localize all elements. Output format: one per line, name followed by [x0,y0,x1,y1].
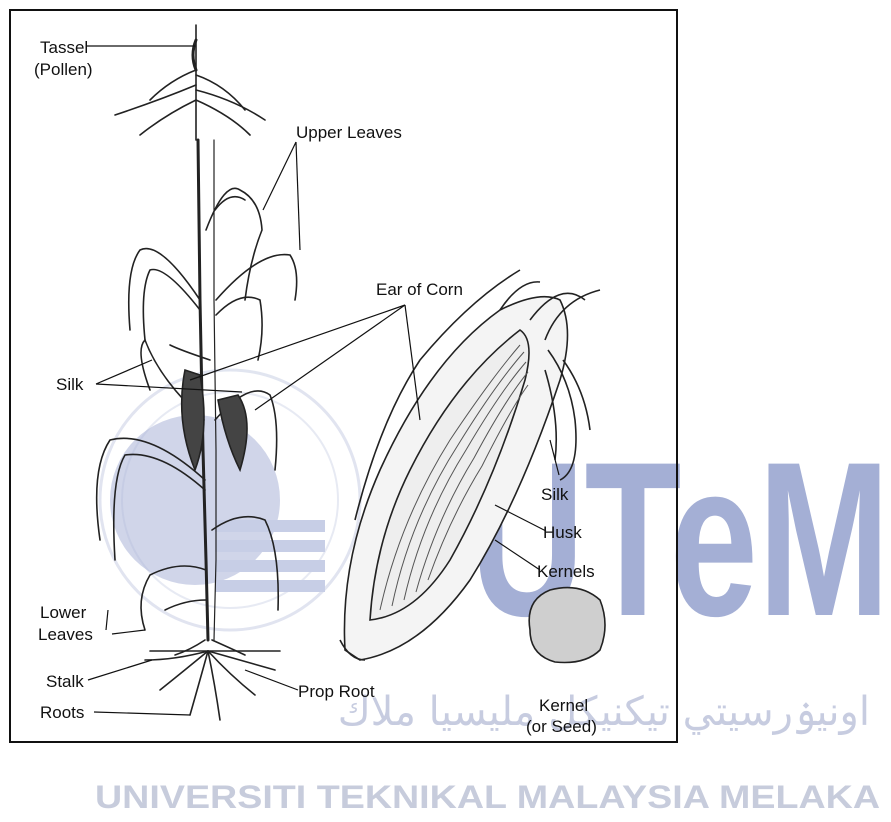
label-stalk: Stalk [46,672,84,691]
label-silk-left: Silk [56,375,84,394]
arabic-university-name: اونيۏرسيتي تيكنيكل مليسيا ملاك [338,689,870,735]
label-pollen: (Pollen) [34,60,93,79]
label-prop-root: Prop Root [298,682,375,701]
label-lower: Lower [40,603,87,622]
kernel-seed-illustration [529,588,605,663]
label-husk: Husk [543,523,582,542]
label-kernel: Kernel [539,696,588,715]
upper-leaves-illustration [129,188,297,360]
university-name: UNIVERSITI TEKNIKAL MALAYSIA MELAKA [95,779,880,815]
label-ear-of-corn: Ear of Corn [376,280,463,299]
corn-plant [97,25,297,720]
label-tassel: Tassel [40,38,88,57]
label-or-seed: (or Seed) [526,717,597,736]
label-silk-right: Silk [541,485,569,504]
tassel-illustration [115,25,265,140]
label-upper-leaves: Upper Leaves [296,123,402,142]
label-roots: Roots [40,703,84,722]
label-leaves: Leaves [38,625,93,644]
label-kernels: Kernels [537,562,595,581]
roots-illustration [145,640,275,720]
